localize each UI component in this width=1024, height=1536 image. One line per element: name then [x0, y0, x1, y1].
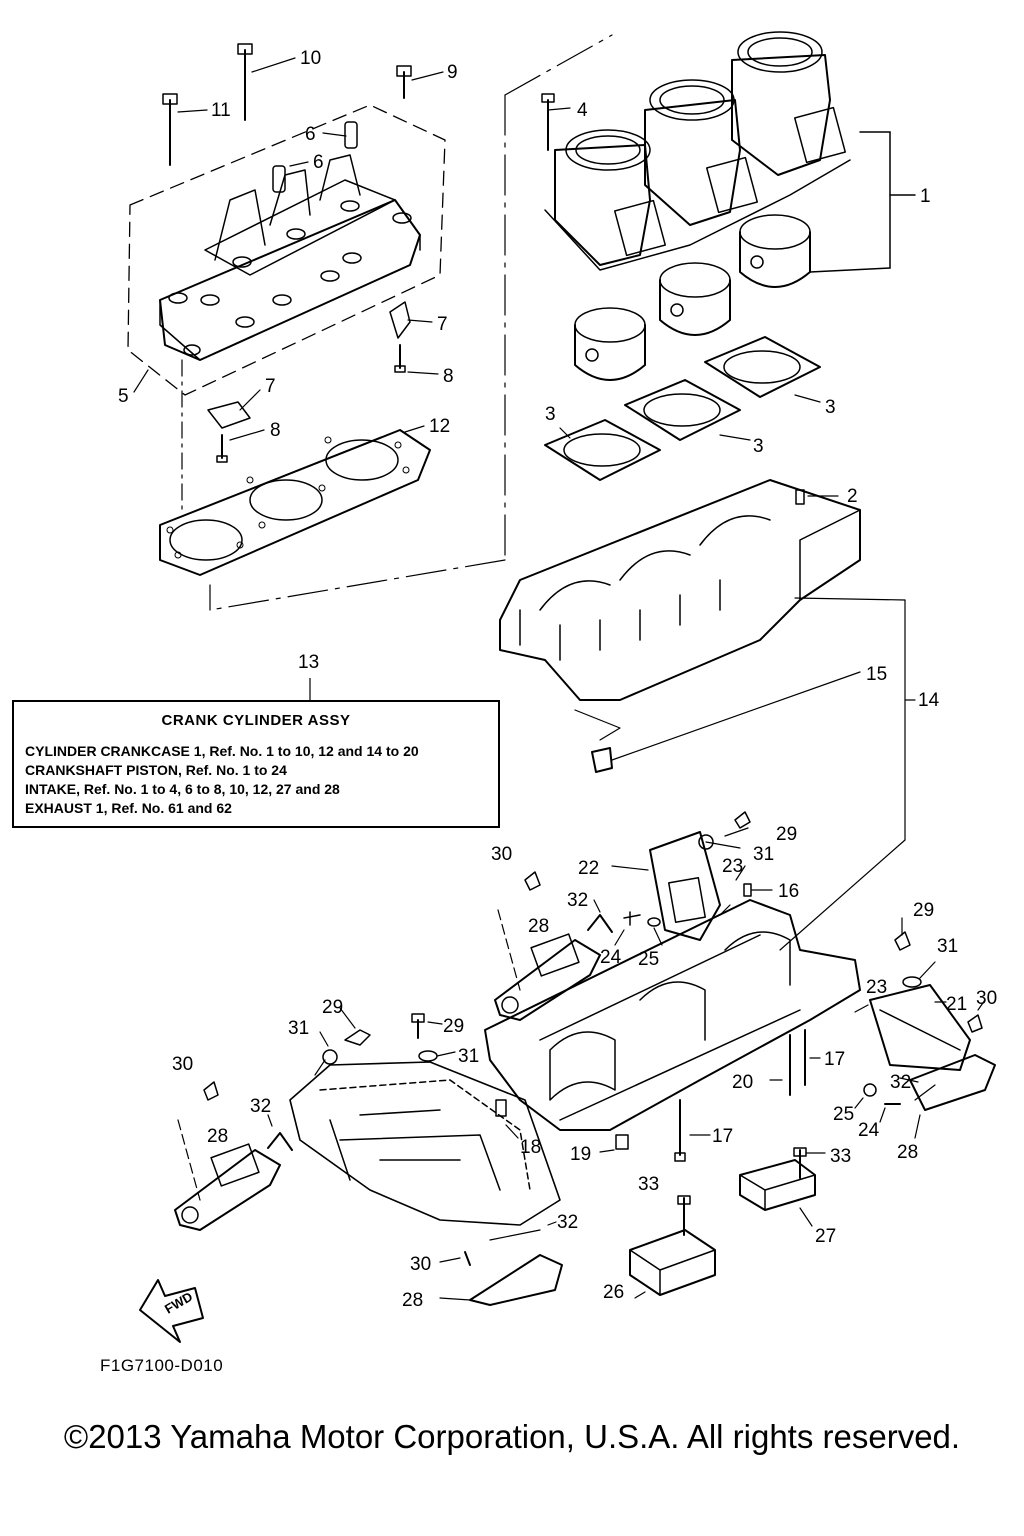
- callout-24: 24: [858, 1120, 880, 1141]
- cylinder-block: [541, 31, 916, 273]
- callout-29: 29: [776, 824, 797, 845]
- callout-27: 27: [815, 1226, 836, 1247]
- callout-21: 21: [946, 994, 967, 1015]
- callout-10: 10: [300, 48, 321, 69]
- legend-line: CYLINDER CRANKCASE 1, Ref. No. 1 to 10, …: [25, 743, 419, 759]
- callout-25: 25: [638, 949, 659, 970]
- callout-25: 25: [833, 1104, 854, 1125]
- copyright-notice: ©2013 Yamaha Motor Corporation, U.S.A. A…: [63, 1418, 961, 1455]
- diagram-code: F1G7100-D010: [100, 1356, 224, 1375]
- pistons: [574, 214, 811, 381]
- cylinder-head: [127, 104, 446, 396]
- lower-crankcase: [484, 883, 861, 1162]
- callout-29: 29: [443, 1016, 464, 1037]
- callout-11: 11: [211, 100, 231, 121]
- callout-9: 9: [447, 62, 458, 83]
- head-gasket: [159, 429, 431, 576]
- crank-cylinder-assy-legend: CRANK CYLINDER ASSY CYLINDER CRANKCASE 1…: [12, 700, 500, 828]
- callout-30: 30: [491, 844, 512, 865]
- callout-13: 13: [298, 652, 319, 673]
- callout-6: 6: [305, 124, 316, 145]
- callout-32: 32: [567, 890, 588, 911]
- callout-3: 3: [825, 397, 836, 418]
- callout-31: 31: [753, 844, 774, 865]
- leader-lines-head: [133, 34, 613, 611]
- callout-14: 14: [918, 690, 940, 711]
- callout-28: 28: [207, 1126, 228, 1147]
- legend-line: INTAKE, Ref. No. 1 to 4, 6 to 8, 10, 12,…: [25, 781, 340, 797]
- callout-28: 28: [528, 916, 549, 937]
- callout-19: 19: [570, 1144, 591, 1165]
- callout-28: 28: [897, 1142, 918, 1163]
- callout-1: 1: [920, 186, 931, 207]
- callout-30: 30: [976, 988, 997, 1009]
- callout-2: 2: [847, 486, 858, 507]
- engine-mount-bracket-21: [854, 917, 986, 1123]
- callout-3: 3: [545, 404, 556, 425]
- callout-17: 17: [712, 1126, 733, 1147]
- callout-23: 23: [866, 977, 887, 998]
- head-bolts: [162, 43, 412, 463]
- legend-line: CRANKSHAFT PISTON, Ref. No. 1 to 24: [25, 762, 287, 778]
- callout-29: 29: [913, 900, 934, 921]
- callout-24: 24: [600, 947, 622, 968]
- callout-17: 17: [824, 1049, 845, 1070]
- callout-33: 33: [830, 1146, 851, 1167]
- callout-32: 32: [557, 1212, 578, 1233]
- callout-30: 30: [172, 1054, 193, 1075]
- callout-8: 8: [443, 366, 454, 387]
- callout-5: 5: [118, 386, 129, 407]
- callout-29: 29: [322, 997, 343, 1018]
- fwd-arrow-icon: [139, 1279, 204, 1343]
- callout-12: 12: [429, 416, 450, 437]
- base-gaskets: [544, 336, 821, 481]
- callout-labels: 1 2 3 3 3 3 4 5 6 6 7 7 8 8 9 10 11 12 1…: [118, 48, 997, 1311]
- callout-23: 23: [722, 856, 743, 877]
- callout-31: 31: [458, 1046, 479, 1067]
- callout-18: 18: [520, 1137, 541, 1158]
- callout-8: 8: [270, 420, 281, 441]
- legend-title: CRANK CYLINDER ASSY: [161, 712, 351, 729]
- callout-3: 3: [753, 436, 764, 457]
- callout-32: 32: [890, 1072, 911, 1093]
- callout-22: 22: [578, 858, 599, 879]
- callout-32: 32: [250, 1096, 271, 1117]
- callout-28: 28: [402, 1290, 423, 1311]
- callout-20: 20: [732, 1072, 753, 1093]
- callout-30: 30: [410, 1254, 431, 1275]
- callout-7: 7: [437, 314, 448, 335]
- legend-lines: CYLINDER CRANKCASE 1, Ref. No. 1 to 10, …: [25, 742, 419, 818]
- callout-15: 15: [866, 664, 887, 685]
- callout-31: 31: [937, 936, 958, 957]
- exhaust-housing: [289, 1007, 561, 1226]
- mount-bases: [629, 1147, 826, 1299]
- engine-mounts: [174, 871, 996, 1306]
- engine-mount-bracket-22: [611, 811, 751, 941]
- callout-6: 6: [313, 152, 324, 173]
- callout-31: 31: [288, 1018, 309, 1039]
- callout-4: 4: [577, 100, 588, 121]
- callout-33: 33: [638, 1174, 659, 1195]
- callout-26: 26: [603, 1282, 624, 1303]
- upper-crankcase: [499, 479, 916, 951]
- callout-16: 16: [778, 881, 799, 902]
- legend-line: EXHAUST 1, Ref. No. 61 and 62: [25, 800, 232, 816]
- callout-7: 7: [265, 376, 276, 397]
